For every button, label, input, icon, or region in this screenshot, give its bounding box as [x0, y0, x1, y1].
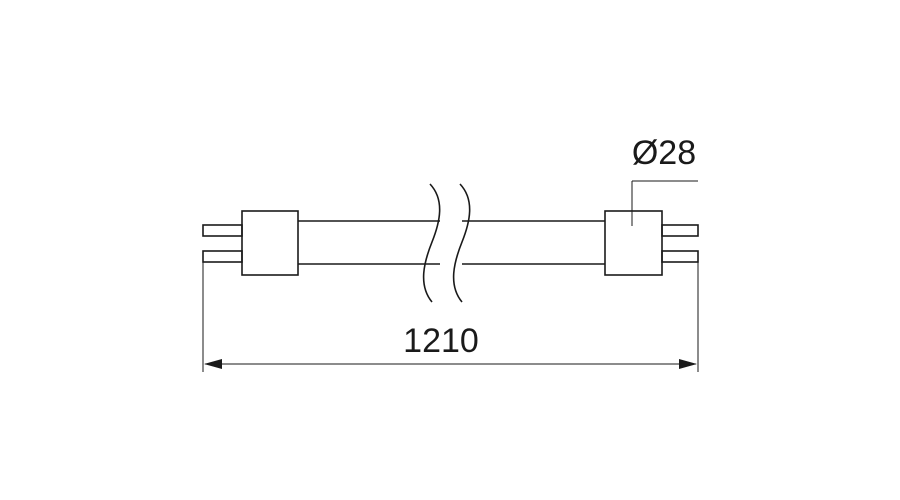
- break-lines: [422, 183, 471, 303]
- diameter-leader: [631, 180, 698, 226]
- right-pins: [661, 224, 699, 263]
- right-end-cap: [604, 210, 663, 276]
- tube-body-right: [462, 220, 605, 265]
- extension-lines: [202, 262, 699, 372]
- left-pins: [202, 224, 243, 263]
- tube-body-left: [298, 220, 440, 265]
- length-label: 1210: [403, 322, 479, 360]
- left-end-cap: [241, 210, 299, 276]
- right-arrowhead: [679, 359, 697, 369]
- left-arrowhead: [204, 359, 222, 369]
- length-dimension-line: [204, 359, 697, 369]
- diameter-label: Ø28: [632, 134, 696, 172]
